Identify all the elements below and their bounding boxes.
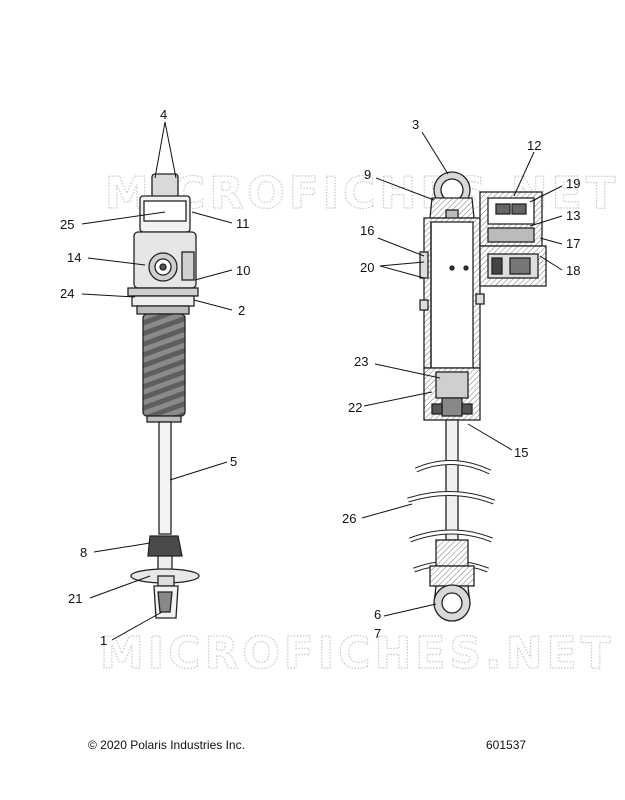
callout-26: 26 — [342, 511, 356, 526]
callout-20: 20 — [360, 260, 374, 275]
callout-1: 1 — [100, 633, 107, 648]
callout-23: 23 — [354, 354, 368, 369]
callout-19: 19 — [566, 176, 580, 191]
right-leader-lines — [361, 131, 563, 617]
callout-9: 9 — [364, 167, 371, 182]
callout-2: 2 — [238, 303, 245, 318]
callout-10: 10 — [236, 263, 250, 278]
callout-12: 12 — [527, 138, 541, 153]
callout-17: 17 — [566, 236, 580, 251]
callout-15: 15 — [514, 445, 528, 460]
callout-21: 21 — [68, 591, 82, 606]
callout-4: 4 — [160, 107, 167, 122]
copyright-text: © 2020 Polaris Industries Inc. — [88, 738, 245, 752]
callout-18: 18 — [566, 263, 580, 278]
callout-14: 14 — [67, 250, 81, 265]
left-leader-lines — [81, 121, 233, 641]
callout-22: 22 — [348, 400, 362, 415]
part-number: 601537 — [486, 738, 527, 752]
callout-13: 13 — [566, 208, 580, 223]
callout-6: 6 — [374, 607, 381, 622]
watermark-bottom: MICROFICHES.NET — [100, 628, 615, 679]
right-shock-assembly — [407, 171, 547, 622]
callout-16: 16 — [360, 223, 374, 238]
callout-11: 11 — [236, 216, 250, 231]
callout-24: 24 — [60, 286, 74, 301]
callout-3: 3 — [412, 117, 419, 132]
callout-8: 8 — [80, 545, 87, 560]
left-shock-assembly — [127, 173, 200, 619]
callout-5: 5 — [230, 454, 237, 469]
callout-7: 7 — [374, 626, 381, 641]
callout-25: 25 — [60, 217, 74, 232]
